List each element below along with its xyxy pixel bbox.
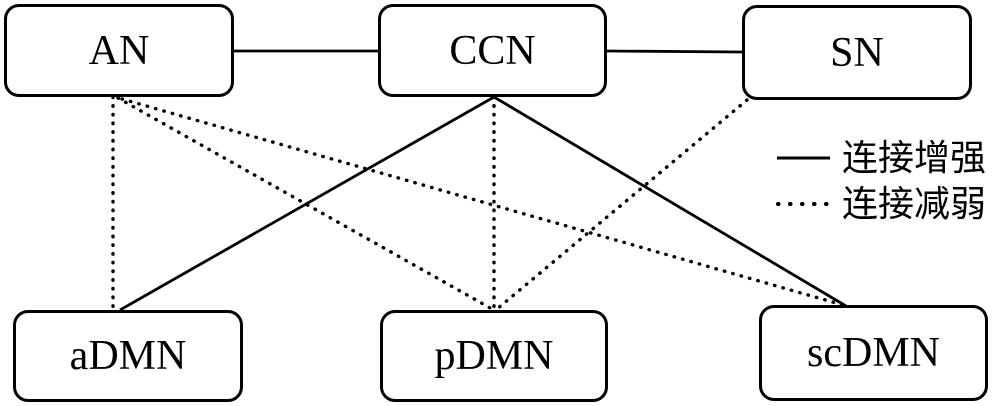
node-admn: aDMN — [13, 310, 243, 402]
edge-an-pdmn-weakened — [116, 96, 494, 311]
legend-label-enhanced: 连接增强 — [842, 138, 987, 178]
node-an: AN — [4, 4, 234, 97]
legend: 连接增强 连接减弱 — [776, 136, 986, 226]
legend-row-weakened: 连接减弱 — [776, 182, 986, 226]
edge-ccn-scdmn-enhanced — [493, 95, 847, 308]
edge-an-scdmn-weakened — [120, 97, 845, 307]
node-ccn: CCN — [378, 4, 607, 97]
node-scdmn-label: scDMN — [807, 330, 940, 376]
legend-row-enhanced: 连接增强 — [776, 136, 986, 180]
solid-line-icon — [777, 156, 830, 160]
edge-sn-pdmn-weakened — [495, 98, 749, 311]
node-sn-label: SN — [830, 29, 884, 76]
node-sn: SN — [742, 5, 972, 100]
node-an-label: AN — [88, 27, 150, 74]
node-pdmn: pDMN — [380, 310, 608, 402]
node-admn-label: aDMN — [69, 333, 187, 379]
edge-ccn-sn-enhanced — [606, 49, 743, 54]
node-scdmn: scDMN — [759, 305, 988, 401]
legend-label-weakened: 连接减弱 — [842, 184, 987, 224]
node-pdmn-label: pDMN — [434, 333, 554, 379]
dotted-line-icon — [776, 202, 832, 206]
node-ccn-label: CCN — [449, 27, 536, 74]
